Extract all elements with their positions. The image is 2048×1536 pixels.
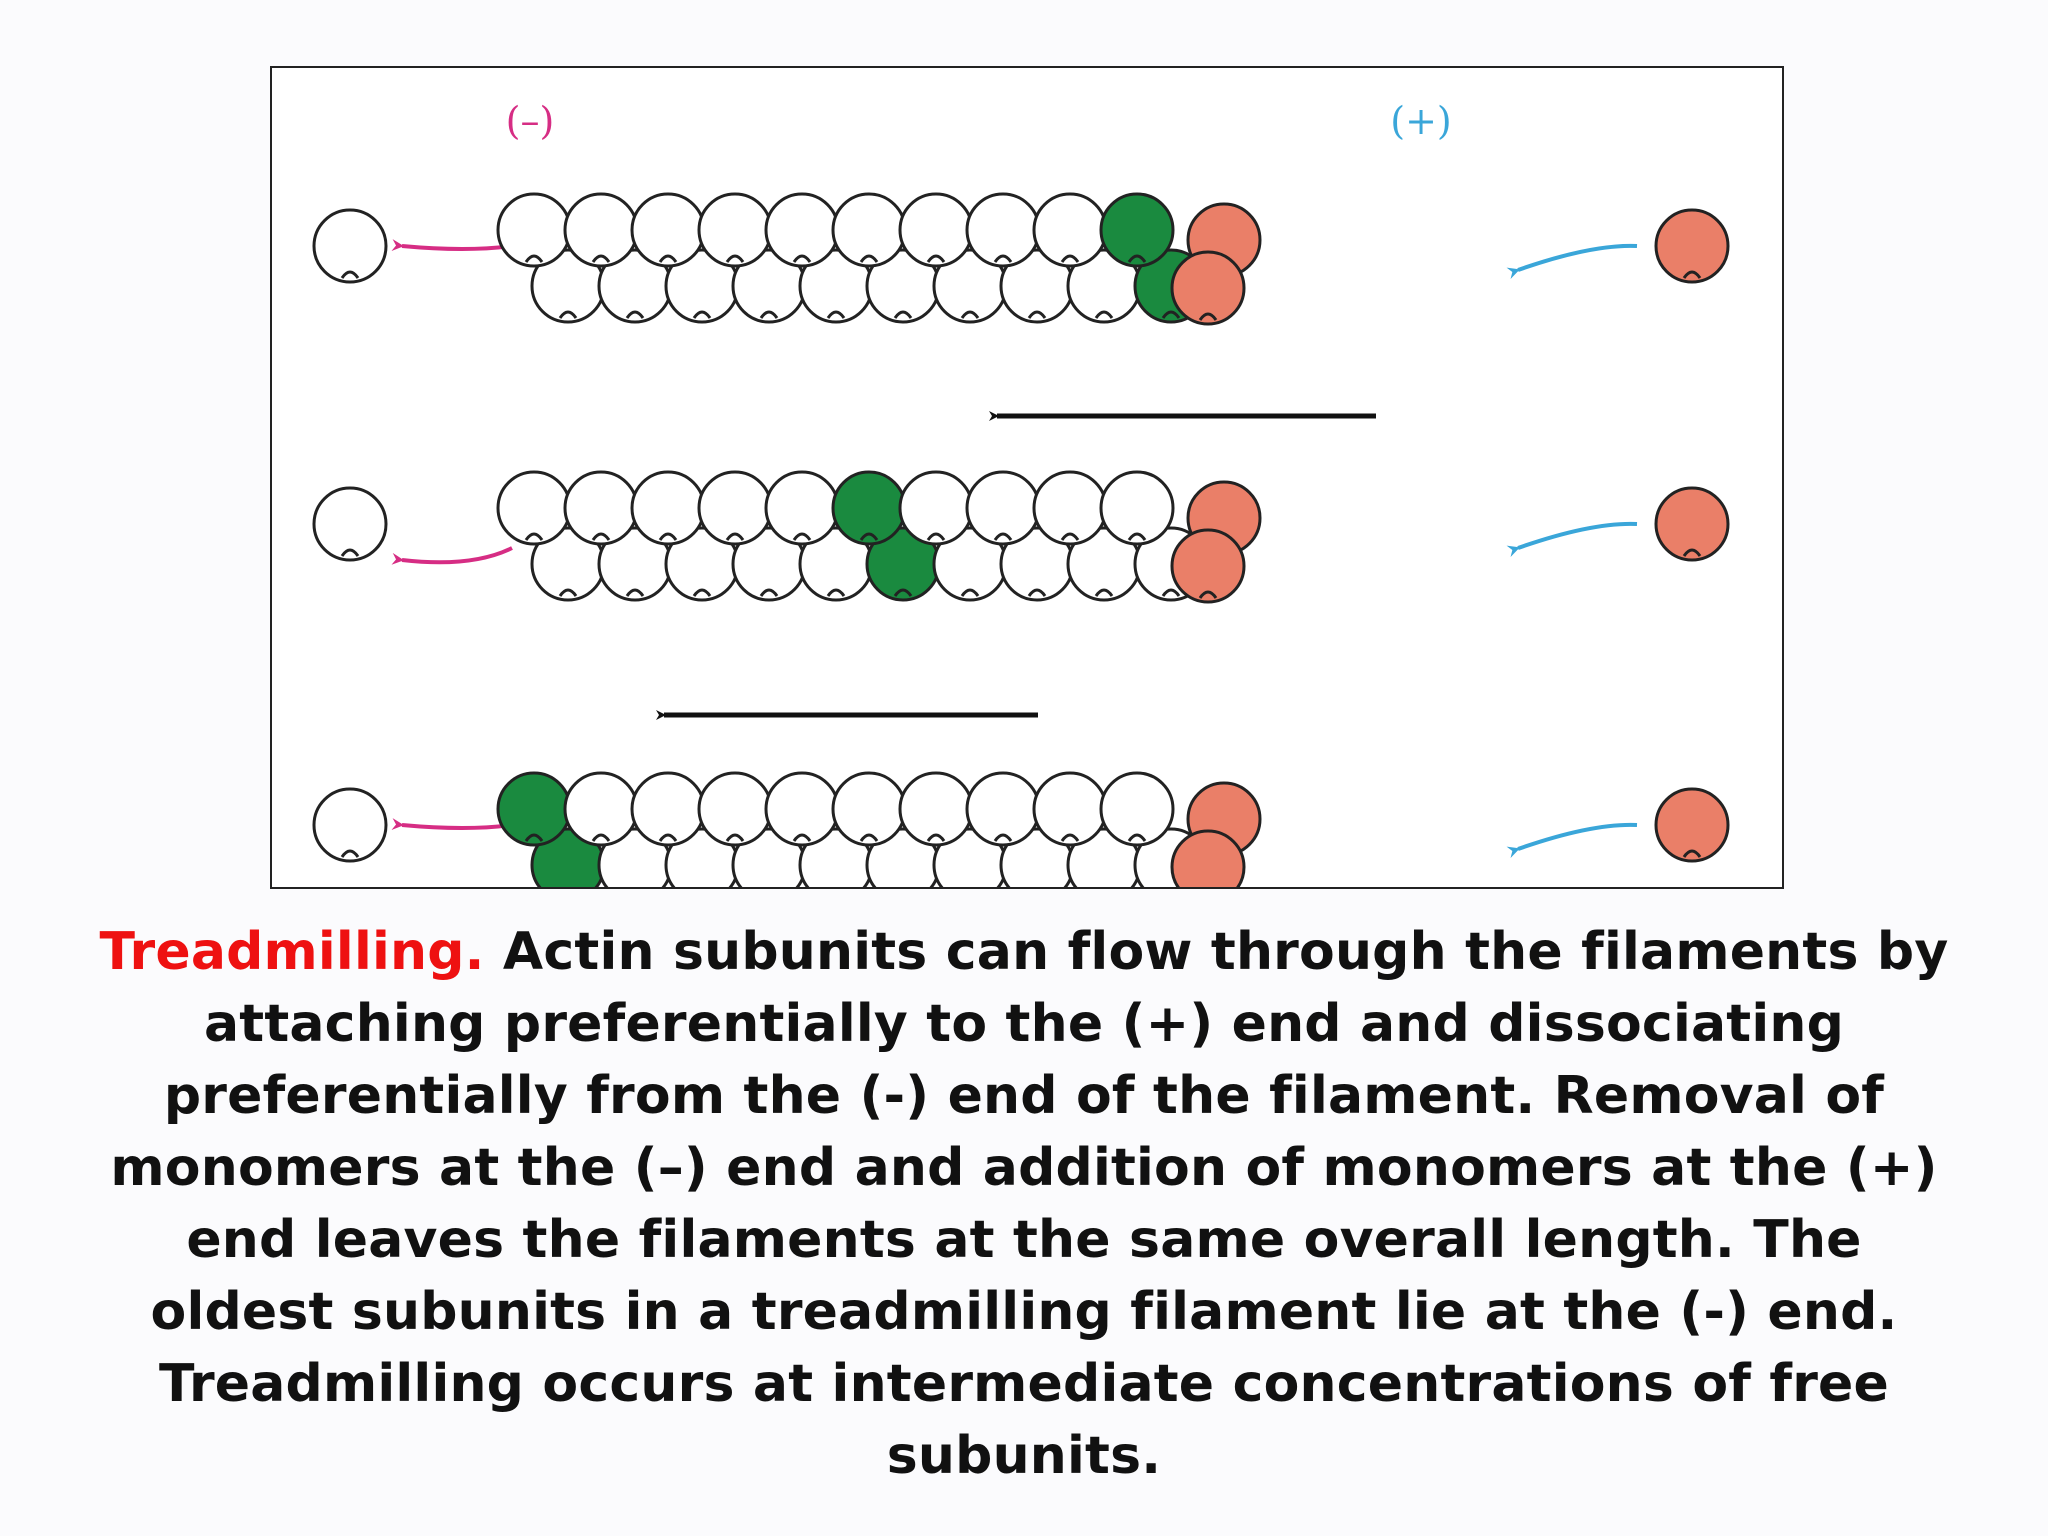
- actin-subunit: [764, 771, 840, 847]
- actin-subunit: [898, 192, 974, 268]
- actin-subunit: [1066, 526, 1142, 602]
- actin-subunit: [697, 771, 773, 847]
- actin-subunit: [1099, 470, 1175, 546]
- incoming-subunit: [1654, 787, 1730, 863]
- association-arrow: [1506, 243, 1638, 279]
- actin-subunit: [496, 771, 572, 847]
- actin-subunit: [630, 470, 706, 546]
- actin-subunit: [1099, 192, 1175, 268]
- actin-subunit: [764, 192, 840, 268]
- actin-subunit: [496, 470, 572, 546]
- filament-row-3: [312, 771, 1730, 887]
- actin-subunit: [731, 248, 807, 324]
- new-subunit: [1170, 528, 1246, 604]
- actin-subunit: [965, 192, 1041, 268]
- actin-subunit: [597, 526, 673, 602]
- released-subunit: [312, 208, 388, 284]
- actin-subunit: [898, 470, 974, 546]
- incoming-subunit: [1654, 208, 1730, 284]
- actin-subunit: [697, 470, 773, 546]
- actin-subunit: [1032, 470, 1108, 546]
- released-subunit: [312, 486, 388, 562]
- new-subunit: [1170, 250, 1246, 326]
- actin-subunit: [831, 192, 907, 268]
- diagram-canvas: (–) (+): [312, 99, 1730, 887]
- plus-end-label: (+): [1390, 99, 1452, 143]
- filament-row-2: [312, 470, 1730, 604]
- minus-end-label: (–): [506, 99, 555, 143]
- actin-subunit: [965, 771, 1041, 847]
- dissociation-arrow: [391, 239, 513, 252]
- dissociation-arrow: [391, 818, 513, 831]
- actin-subunit: [831, 771, 907, 847]
- actin-subunit: [965, 470, 1041, 546]
- incoming-subunit: [1654, 486, 1730, 562]
- actin-subunit: [630, 771, 706, 847]
- actin-subunit: [764, 470, 840, 546]
- filament-row-1: [312, 192, 1730, 326]
- association-arrow: [1506, 521, 1638, 557]
- association-arrow: [1506, 822, 1638, 858]
- caption-title: Treadmilling.: [99, 922, 485, 982]
- figure-caption: Treadmilling. Actin subunits can flow th…: [90, 916, 1958, 1492]
- caption-text: Actin subunits can flow through the fila…: [110, 922, 1949, 1486]
- actin-subunit: [563, 192, 639, 268]
- actin-subunit: [1099, 771, 1175, 847]
- actin-subunit: [831, 470, 907, 546]
- dissociation-arrow: [391, 546, 513, 565]
- actin-subunit: [731, 526, 807, 602]
- actin-subunit: [697, 192, 773, 268]
- actin-subunit: [932, 248, 1008, 324]
- actin-subunit: [898, 771, 974, 847]
- treadmilling-diagram: (–) (+): [270, 66, 1784, 889]
- filament-rows: [312, 192, 1730, 887]
- actin-subunit: [1032, 192, 1108, 268]
- actin-subunit: [1032, 771, 1108, 847]
- actin-subunit: [563, 771, 639, 847]
- new-subunit: [1170, 829, 1246, 887]
- actin-subunit: [563, 470, 639, 546]
- actin-subunit: [496, 192, 572, 268]
- actin-subunit: [630, 192, 706, 268]
- released-subunit: [312, 787, 388, 863]
